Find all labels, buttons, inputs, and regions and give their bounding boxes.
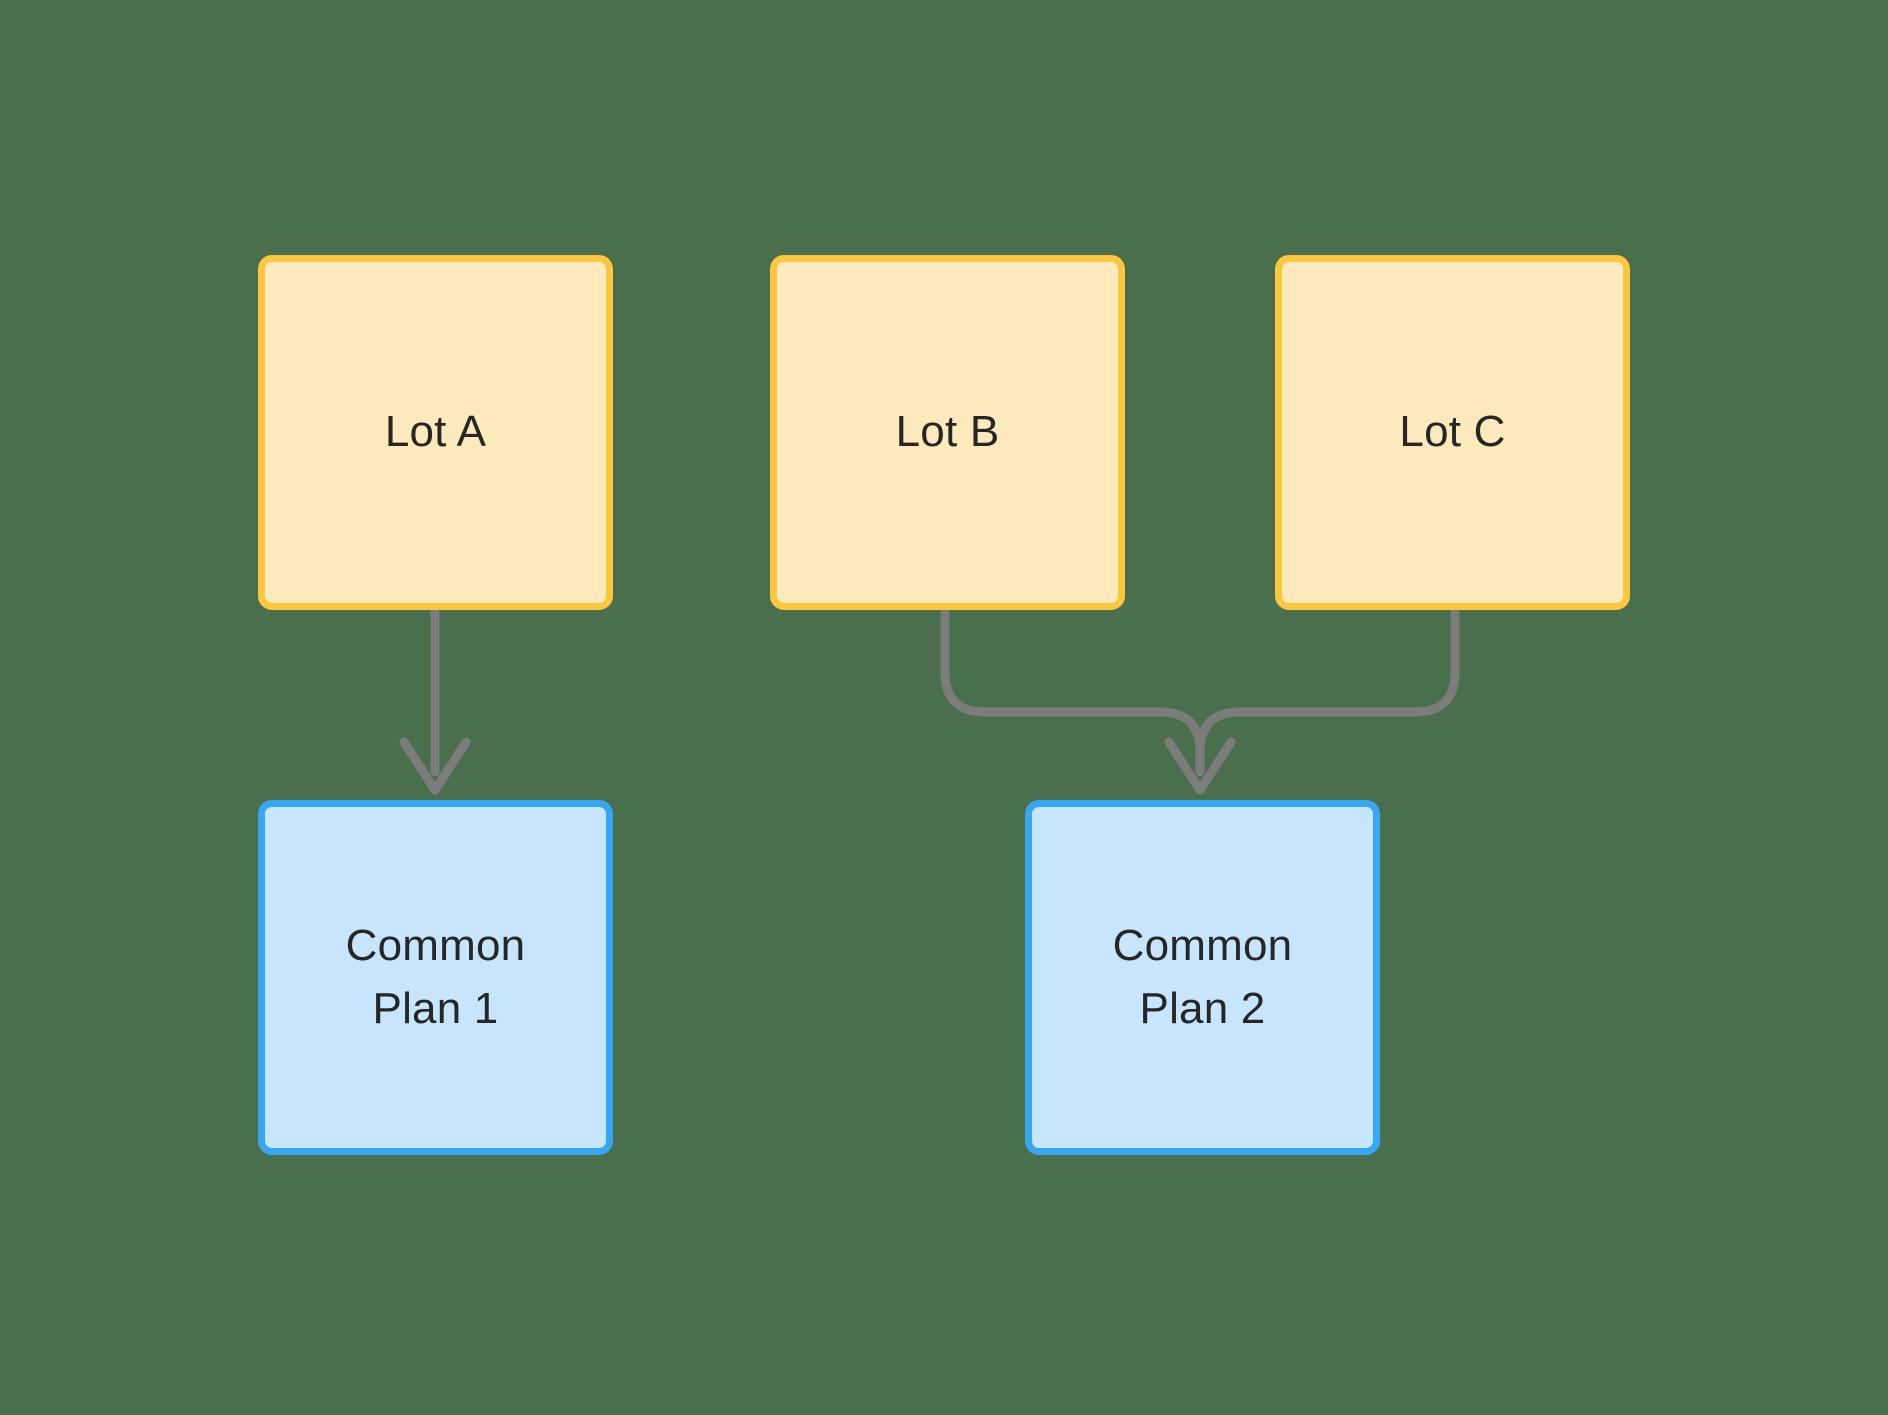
node-common-plan-1-label-line-1: Common	[345, 921, 526, 971]
node-common-plan-2-label-line-2: Plan 2	[1139, 983, 1266, 1033]
node-lot-a-label: Lot A	[384, 407, 487, 457]
node-common-plan-2-label-line-1: Common	[1112, 921, 1293, 971]
node-lot-a[interactable]: Lot A	[258, 255, 613, 610]
node-lot-c-label: Lot C	[1399, 407, 1506, 457]
arrowhead-to-common-plan-2	[1164, 737, 1236, 795]
arrowhead-lot-a-to-common-plan-1	[399, 737, 471, 795]
node-lot-c[interactable]: Lot C	[1275, 255, 1630, 610]
node-common-plan-1-label-line-2: Plan 1	[372, 983, 499, 1033]
edge-lot-b-to-common-plan-2	[940, 607, 1205, 777]
node-lot-b-label: Lot B	[895, 407, 1000, 457]
edge-lot-c-to-common-plan-2	[1195, 607, 1460, 777]
node-common-plan-2[interactable]: Common Plan 2	[1025, 800, 1380, 1155]
node-lot-b[interactable]: Lot B	[770, 255, 1125, 610]
node-common-plan-1[interactable]: Common Plan 1	[258, 800, 613, 1155]
